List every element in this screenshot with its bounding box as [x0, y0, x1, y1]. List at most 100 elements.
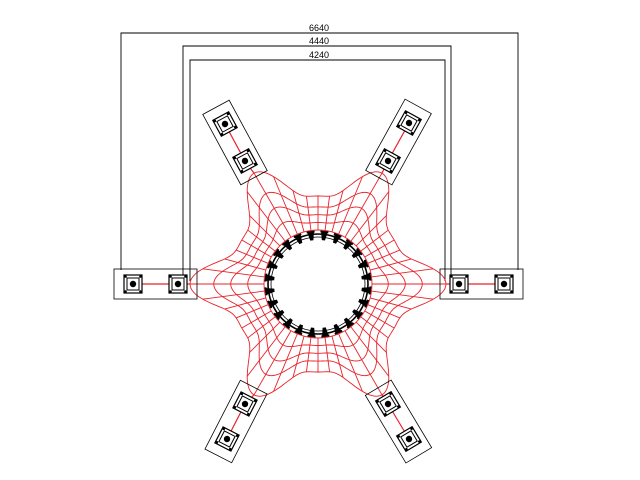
- ring-cone: [351, 247, 363, 259]
- net-spoke: [273, 176, 298, 235]
- corner-bolt-icon: [169, 290, 172, 293]
- corner-bolt-icon: [233, 156, 237, 160]
- corner-bolt-icon: [184, 290, 187, 293]
- cone-cap: [307, 334, 316, 338]
- net-ring: [247, 220, 389, 348]
- corner-bolt-icon: [410, 427, 413, 431]
- anchor-frame: [439, 268, 524, 300]
- corner-bolt-icon: [389, 169, 393, 173]
- corner-bolt-icon: [228, 447, 232, 451]
- cone-shape: [321, 232, 328, 241]
- ring-outer: [267, 233, 369, 335]
- plate-inner: [216, 115, 234, 133]
- cone-shape: [295, 324, 304, 334]
- net-spoke: [331, 336, 344, 378]
- ring-inner: [270, 236, 366, 332]
- ring-cone: [361, 272, 372, 281]
- cone-cap: [264, 287, 268, 296]
- dimension-frame-inner: [189, 59, 446, 281]
- corner-bolt-icon: [246, 412, 250, 416]
- anchor-frame-group: [365, 98, 432, 186]
- ring-cone: [321, 327, 330, 338]
- net-spoke: [364, 310, 395, 329]
- cone-cap: [368, 286, 372, 295]
- cone-shape: [268, 299, 279, 308]
- bolt-icon: [384, 157, 392, 165]
- corner-bolt-icon: [215, 440, 219, 444]
- cone-shape: [294, 234, 303, 245]
- dimension-frame-overall: [120, 32, 519, 270]
- cone-cap: [356, 311, 364, 320]
- net-spoke: [324, 196, 331, 231]
- ring-cone: [306, 230, 315, 241]
- corner-bolt-icon: [389, 392, 392, 396]
- anchor-frame-group: [202, 99, 268, 186]
- anchor-plate-far: [395, 425, 423, 453]
- net-spoke: [360, 229, 389, 252]
- anchor-frame-group: [204, 379, 268, 464]
- anchor-frame: [202, 99, 268, 186]
- net-spoke: [249, 321, 281, 353]
- corner-bolt-icon: [226, 112, 230, 116]
- cone-shape: [308, 327, 315, 336]
- corner-bolt-icon: [450, 275, 453, 278]
- corner-bolt-icon: [124, 275, 127, 278]
- net-spoke: [371, 268, 434, 278]
- corner-bolt-icon: [235, 434, 239, 438]
- corner-bolt-icon: [376, 400, 380, 403]
- corner-bolt-icon: [450, 290, 453, 293]
- cone-shape: [357, 260, 368, 269]
- ring-cone: [272, 248, 284, 259]
- net-spoke: [370, 258, 412, 271]
- bolt-icon: [241, 157, 249, 165]
- corner-bolt-icon: [233, 405, 237, 409]
- plate-inner: [236, 395, 254, 413]
- net-spoke: [364, 239, 395, 258]
- cone-cap: [321, 334, 330, 338]
- corner-bolt-icon: [139, 275, 142, 278]
- corner-bolt-icon: [410, 131, 414, 135]
- anchor-frame: [365, 98, 432, 186]
- net-spoke: [344, 330, 383, 396]
- corner-bolt-icon: [510, 275, 513, 278]
- corner-bolt-icon: [233, 125, 237, 129]
- corner-bolt-icon: [510, 290, 513, 293]
- ring-cone: [273, 309, 285, 321]
- cone-shape: [361, 273, 370, 280]
- dimension-lines: 6640 4440 4240: [120, 23, 519, 281]
- ring-cone: [343, 238, 354, 250]
- ring-cone: [358, 298, 370, 308]
- cone-cap: [272, 248, 280, 257]
- net-spoke: [224, 297, 266, 310]
- cone-cap: [267, 300, 273, 309]
- anchor-plate-near: [231, 147, 259, 175]
- anchor-frame-group: [113, 268, 198, 300]
- anchor-plate-near: [374, 147, 402, 175]
- net-spoke: [246, 191, 286, 242]
- net-spoke: [292, 336, 305, 378]
- corner-bolt-icon: [404, 111, 408, 115]
- anchor-plate-far: [123, 274, 143, 294]
- anchor-frame-group: [364, 379, 433, 464]
- anchor-plate-near: [168, 274, 188, 294]
- bolt-icon: [384, 400, 392, 408]
- corner-bolt-icon: [495, 275, 498, 278]
- cone-cap: [273, 312, 280, 321]
- corner-bolt-icon: [396, 156, 400, 160]
- net-spoke: [224, 258, 266, 271]
- corner-bolt-icon: [169, 275, 172, 278]
- corner-bolt-icon: [222, 427, 226, 431]
- cone-shape: [361, 287, 370, 294]
- ring-cone: [352, 309, 364, 320]
- dimension-label-inner: 4240: [309, 50, 329, 60]
- cone-cap: [368, 272, 372, 281]
- anchor-frame: [113, 268, 198, 300]
- net-ring: [230, 206, 406, 362]
- net-spoke: [338, 333, 363, 392]
- anchor-plate-far: [214, 426, 240, 452]
- cone-cap: [356, 247, 363, 256]
- corner-bolt-icon: [495, 290, 498, 293]
- dimension-label-middle: 4440: [309, 36, 329, 46]
- net-inner-edge: [263, 229, 373, 339]
- net-spoke: [247, 229, 276, 252]
